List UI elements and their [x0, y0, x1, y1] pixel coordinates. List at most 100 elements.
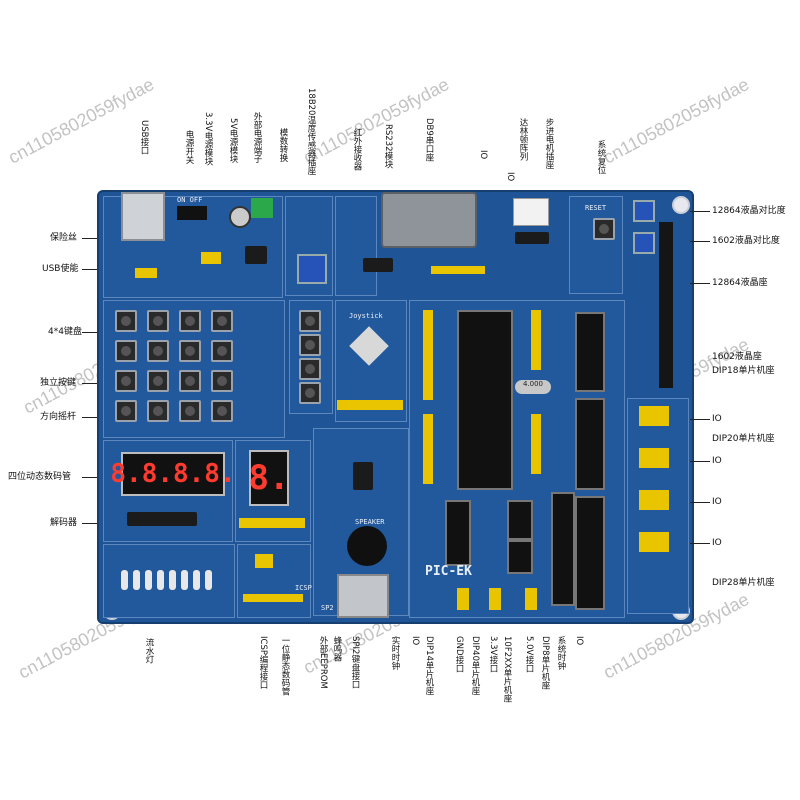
label-stepper: 步进电机插座: [544, 118, 554, 169]
leader-line: [690, 461, 710, 462]
label-usb-enable: USB使能: [42, 264, 79, 274]
label-adc: 模数转换: [278, 128, 288, 162]
power-jumper: [201, 252, 221, 264]
gnd-header: [457, 588, 469, 610]
uart-header: [431, 266, 485, 274]
label-fuse: 保险丝: [50, 233, 78, 243]
joystick-silk: Joystick: [349, 312, 383, 320]
pin-header: [531, 310, 541, 370]
label-static-display: 一位静态数码管: [280, 636, 290, 696]
label-decoder: 解码器: [50, 518, 78, 528]
label-joystick: 方向摇杆: [40, 412, 77, 422]
io-header: [639, 532, 669, 552]
dip8-socket: [507, 500, 533, 540]
reset-zone: [569, 196, 623, 294]
keypad-key: [179, 310, 201, 332]
io-header: [639, 406, 669, 426]
label-5v-module: 5V电源模块: [228, 118, 238, 164]
led: [157, 570, 164, 590]
icsp-jumper: [255, 554, 273, 568]
keypad-key: [179, 400, 201, 422]
uln2003-chip: [515, 232, 549, 244]
dip18-socket: [575, 312, 605, 392]
label-io: IO: [574, 636, 584, 646]
label-3v3-module: 3.3V电源模块: [203, 112, 213, 166]
dip20-socket: [575, 398, 605, 490]
label-10f2xx: 10F2XX单片机座: [502, 636, 512, 703]
label-io: IO: [478, 150, 488, 160]
label-5v: 5.0V接口: [524, 636, 534, 673]
leader-line: [690, 543, 710, 544]
label-buttons: 独立按键: [40, 378, 77, 388]
keypad-key: [115, 310, 137, 332]
label-12864-contrast: 12864液晶对比度: [712, 206, 786, 216]
label-power-switch: 电源开关: [184, 130, 194, 164]
usb-port: [121, 192, 165, 241]
stepper-socket: [513, 198, 549, 226]
label-power-terminal: 外部电源端子: [252, 112, 262, 163]
keypad-key: [147, 310, 169, 332]
v50-header: [525, 588, 537, 610]
label-dip8: DIP8单片机座: [540, 636, 550, 690]
display-header: [239, 518, 305, 528]
label-usb-port: USB接口: [139, 120, 149, 155]
dip28-socket: [575, 496, 605, 610]
dip18-socket-b: [551, 492, 575, 606]
label-4digit: 四位动态数码管: [8, 472, 72, 482]
label-keypad: 4*4键盘: [48, 327, 82, 337]
independent-key: [299, 310, 321, 332]
label-buzzer: 蜂鸣器: [332, 636, 342, 662]
usb-enable-jumper: [135, 268, 157, 278]
dip40-socket: [457, 310, 513, 490]
power-switch: [177, 206, 207, 220]
label-1602-socket: 1602液晶座: [712, 352, 762, 362]
keypad-key: [179, 370, 201, 392]
lcd-contrast-pot-12864: [633, 200, 655, 222]
pin-header: [423, 310, 433, 400]
crystal: 4.000: [515, 380, 551, 394]
label-io: IO: [712, 456, 722, 466]
leader-line: [82, 269, 97, 270]
dip6-socket: [507, 540, 533, 574]
label-sysclock: 系统时钟: [556, 636, 566, 670]
label-ir-receiver: 红外接收器: [352, 128, 362, 171]
decoder-chip: [127, 512, 197, 526]
v33-header: [489, 588, 501, 610]
label-dip20: DIP20单片机座: [712, 434, 775, 444]
power-terminal: [251, 198, 273, 218]
lcd-header: [659, 222, 673, 388]
potentiometer: [297, 254, 327, 284]
keypad-key: [115, 400, 137, 422]
leader-line: [690, 241, 710, 242]
keypad-key: [115, 370, 137, 392]
leader-line: [82, 238, 97, 239]
label-dip14: DIP14单片机座: [424, 636, 434, 695]
label-3v3: 3.3V接口: [488, 636, 498, 673]
label-io: IO: [712, 414, 722, 424]
buzzer: [347, 526, 387, 566]
dip14-socket: [445, 500, 471, 566]
label-rs232: RS232模块: [383, 124, 393, 169]
led: [205, 570, 212, 590]
keypad-key: [179, 340, 201, 362]
leader-line: [82, 383, 97, 384]
label-18b20: 18B20温度传感器插座: [306, 88, 316, 175]
board-name: PIC-EK: [425, 564, 472, 579]
max232-chip: [363, 258, 393, 272]
label-12864-socket: 12864液晶座: [712, 278, 768, 288]
leader-line: [690, 211, 710, 212]
io-header: [639, 448, 669, 468]
leader-line: [690, 502, 710, 503]
eeprom-chip: [353, 462, 373, 490]
keypad-key: [115, 340, 137, 362]
on-off-silk: ON OFF: [177, 196, 203, 204]
watermark: cn1105802059fydae: [600, 74, 753, 168]
label-dip18: DIP18单片机座: [712, 366, 775, 376]
leader-line: [82, 523, 97, 524]
label-db9: DB9串口座: [424, 118, 434, 162]
led: [169, 570, 176, 590]
joystick-header: [337, 400, 403, 410]
db9-connector: [381, 192, 477, 248]
led: [145, 570, 152, 590]
label-icsp: ICSP编程接口: [258, 636, 268, 689]
